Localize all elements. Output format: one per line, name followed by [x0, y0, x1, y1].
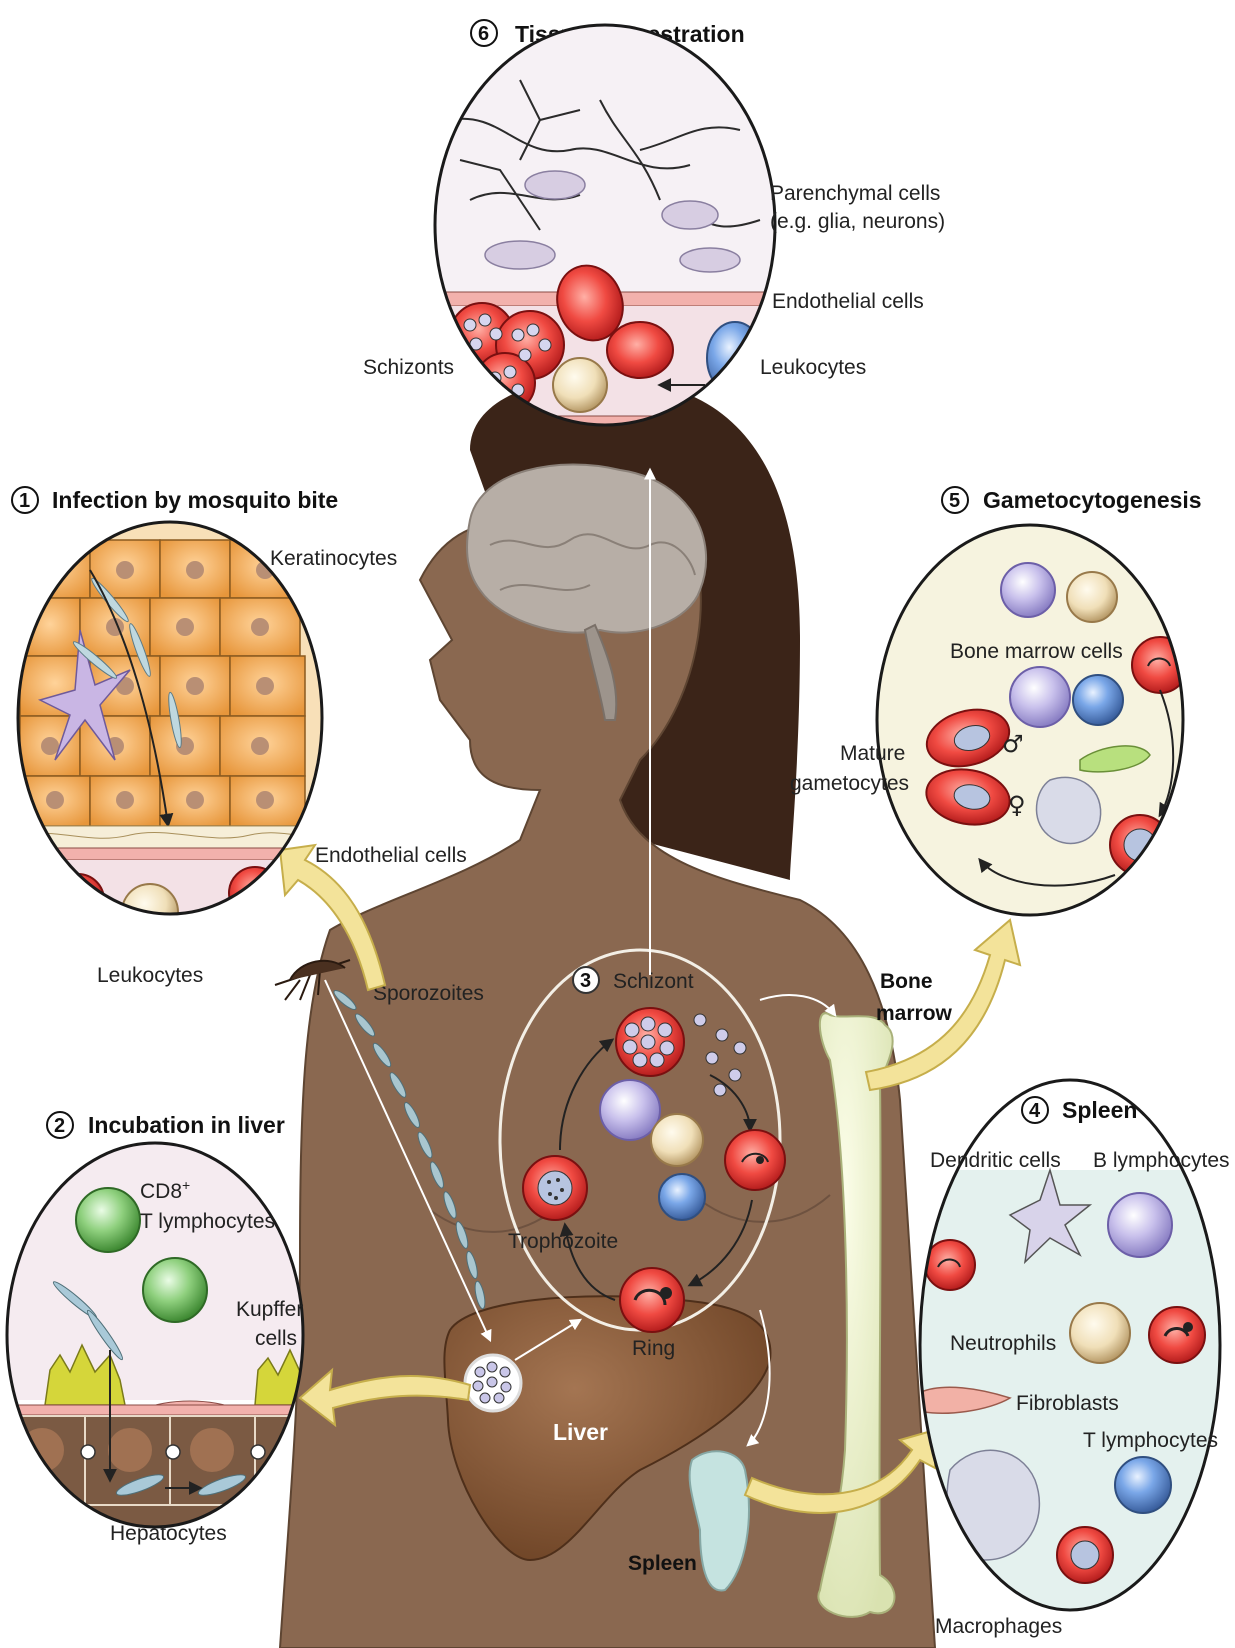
- panel-2-number: 2: [54, 1115, 65, 1137]
- ring-cell: [620, 1268, 684, 1332]
- parenchymal-label-2: (e.g. glia, neurons): [770, 210, 945, 233]
- schizont-label: Schizont: [613, 970, 694, 993]
- panel-6-number: 6: [478, 23, 489, 45]
- bone-label-2: marrow: [876, 1002, 953, 1025]
- hepatocytes-label: Hepatocytes: [110, 1522, 227, 1545]
- bone-marrow-cells-label: Bone marrow cells: [950, 640, 1123, 663]
- mature-label-1: Mature: [840, 742, 905, 765]
- panel-1-title: Infection by mosquito bite: [52, 487, 338, 513]
- macrophages-label: Macrophages: [935, 1615, 1062, 1638]
- neutrophils-label: Neutrophils: [950, 1332, 1056, 1355]
- panel-4-number: 4: [1029, 1100, 1041, 1122]
- panel-6-leukocytes-label: Leukocytes: [760, 356, 866, 379]
- panel-4-spleen: 4 Spleen Dendritic cells B lymphocytes N…: [915, 1080, 1235, 1638]
- kupffer-label-1: Kupffer: [236, 1298, 303, 1321]
- kupffer-label-2: cells: [255, 1327, 297, 1350]
- keratinocytes-label: Keratinocytes: [270, 547, 397, 570]
- panel-1-leukocytes-label: Leukocytes: [97, 964, 203, 987]
- ring-label: Ring: [632, 1337, 675, 1360]
- neutrophil-cell: [651, 1114, 703, 1166]
- panel-1-number: 1: [19, 490, 30, 512]
- parenchymal-label-1: Parenchymal cells: [770, 182, 940, 205]
- merozoite-invaded-rbc: [725, 1130, 785, 1190]
- dendritic-cells-label: Dendritic cells: [930, 1149, 1061, 1172]
- panel-6-endothelial-label: Endothelial cells: [772, 290, 924, 313]
- panel-5-title: Gametocytogenesis: [983, 487, 1202, 513]
- panel-2-t-lymphocytes-label: T lymphocytes: [140, 1210, 275, 1233]
- bone-label-1: Bone: [880, 970, 933, 993]
- panel-3-number: 3: [580, 970, 591, 992]
- spleen-label: Spleen: [628, 1552, 697, 1575]
- schizonts-label: Schizonts: [363, 356, 454, 379]
- panel-1-endothelial-label: Endothelial cells: [315, 844, 467, 867]
- female-symbol: ♀: [1008, 791, 1026, 819]
- blue-leukocyte-cell: [659, 1174, 705, 1220]
- male-symbol: ♂: [1002, 730, 1024, 758]
- sporozoites-label: Sporozoites: [373, 982, 484, 1005]
- trophozoite-label: Trophozoite: [508, 1230, 618, 1253]
- fibroblasts-label: Fibroblasts: [1016, 1392, 1119, 1415]
- panel-6-tissue-sequestration: 6 Tissue sequestration: [363, 20, 945, 440]
- panel-5-gametocytogenesis: 5 Gametocytogenesis Bone marrow cells Ma…: [790, 487, 1202, 920]
- liver-label: Liver: [553, 1419, 608, 1445]
- lymphocyte-cell: [600, 1080, 660, 1140]
- panel-2-liver-incubation: 2 Incubation in liver: [5, 1112, 310, 1545]
- t-lymphocytes-label: T lymphocytes: [1083, 1429, 1218, 1452]
- mature-label-2: gametocytes: [790, 772, 909, 795]
- schizont-cell: [616, 1008, 684, 1076]
- panel-5-number: 5: [949, 490, 960, 512]
- trophozoite-cell: [523, 1156, 587, 1220]
- b-lymphocytes-label: B lymphocytes: [1093, 1149, 1230, 1172]
- panel-2-title: Incubation in liver: [88, 1112, 285, 1138]
